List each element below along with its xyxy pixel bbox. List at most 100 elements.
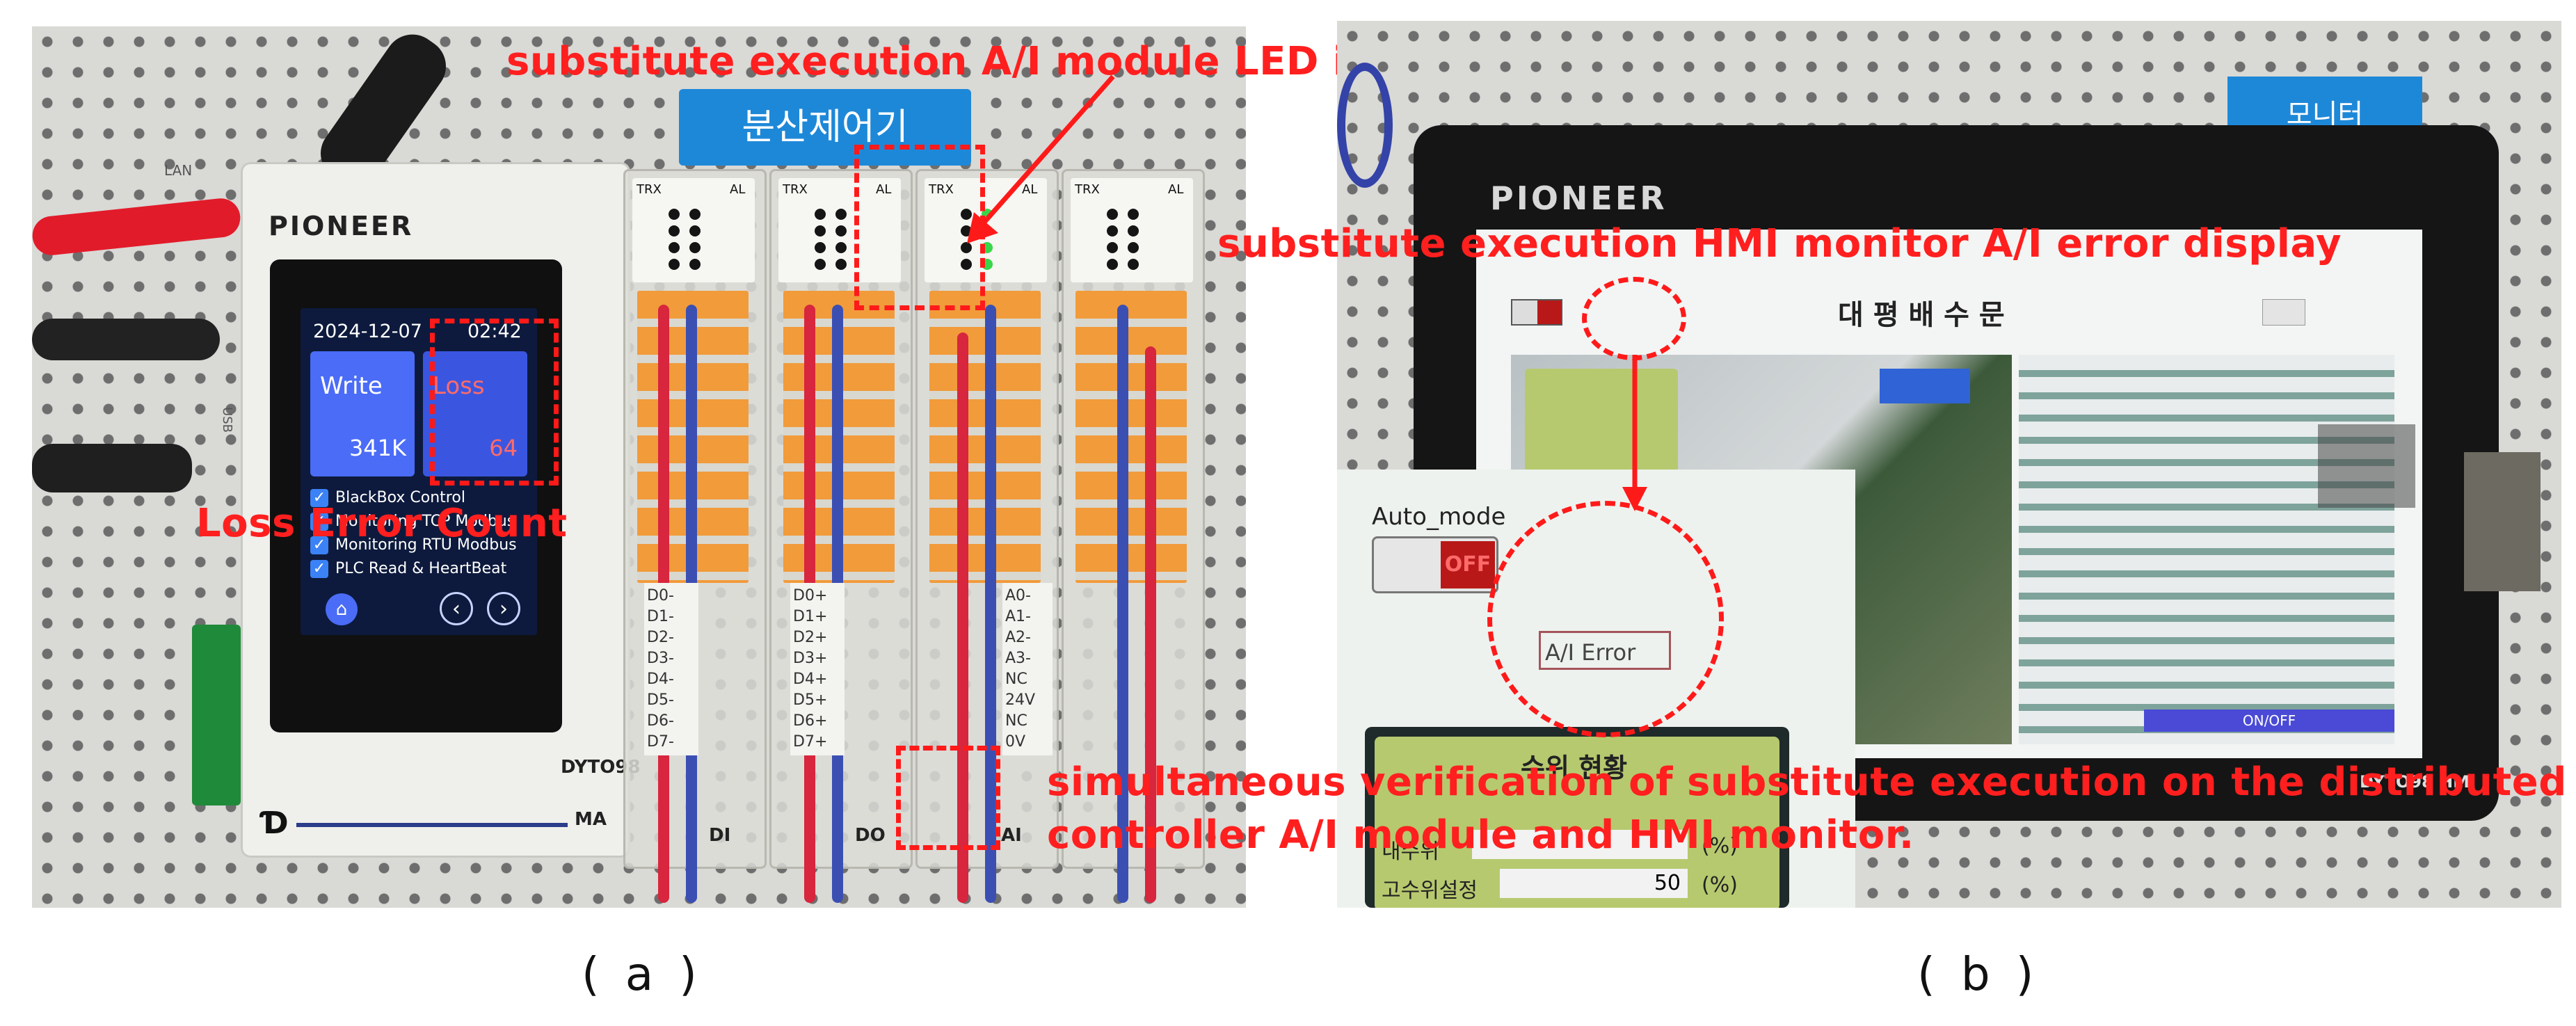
al-label: AL	[1168, 182, 1184, 197]
checkbox-icon[interactable]: ✓	[310, 560, 328, 578]
checkbox-icon[interactable]: ✓	[310, 489, 328, 507]
toggle-off-state: OFF	[1441, 541, 1495, 588]
water-level-panel-small	[1525, 369, 1678, 487]
annotation-verification-line1: simultaneous verification of substitute …	[1047, 760, 2567, 805]
home-icon[interactable]: ⌂	[326, 593, 358, 625]
terminal-label: D0-	[647, 587, 674, 604]
unit-percent: (%)	[1702, 834, 1738, 858]
hmi-date: 2024-12-07	[313, 321, 422, 342]
module-label-di: DI	[709, 825, 731, 846]
terminal-label: 0V	[1005, 733, 1026, 751]
close-button[interactable]	[2262, 299, 2305, 326]
annotation-verification-line2: controller A/I module and HMI monitor.	[1047, 812, 1914, 858]
terminal-label: D1-	[647, 608, 674, 625]
water-level-panel: 수위 현황 내수위 (%) 고수위설정 50 (%)	[1365, 727, 1789, 908]
terminal-label: NC	[1005, 671, 1027, 688]
checkbox-icon[interactable]: ✓	[310, 536, 328, 554]
arrow-right-icon[interactable]: ›	[487, 592, 520, 625]
write-tile: Write 341K	[310, 351, 415, 476]
module-label-do: DO	[855, 825, 886, 846]
screen-title: 대 평 배 수 문	[1838, 299, 2005, 331]
tape-strip	[2464, 452, 2541, 591]
led-matrix	[815, 209, 847, 270]
terminal-labels-di: D0- D1- D2- D3- D4- D5- D6- D7-	[644, 583, 698, 755]
trx-label: TRX	[929, 182, 954, 197]
module-label-ai: AI	[1001, 825, 1022, 846]
caption-b: ( b )	[1917, 947, 2040, 1001]
trx-label: TRX	[637, 182, 662, 197]
checkbox-icon[interactable]: ✓	[310, 513, 328, 531]
blue-wire	[985, 305, 996, 903]
main-unit: PIONEER 2024-12-07 02:42 Write 341K Loss…	[241, 162, 641, 858]
module-header: TRX AL	[778, 178, 901, 282]
status-table	[2019, 355, 2394, 744]
terminal-label: D2+	[793, 629, 828, 646]
setpoint-input[interactable]: 50	[1500, 869, 1688, 898]
zoom-arrow	[1622, 355, 1647, 511]
write-value: 341K	[349, 435, 406, 461]
caption-a: ( a )	[582, 947, 703, 1001]
checklist-item: BlackBox Control	[335, 489, 465, 506]
small-toggle[interactable]	[1511, 299, 1562, 326]
terminal-label: NC	[1005, 712, 1027, 730]
terminal-label: D3-	[647, 650, 674, 667]
monitor-brand: PIONEER	[1490, 179, 1667, 217]
annotation-loss-error-count: Loss Error Count	[196, 501, 568, 546]
terminal-label: A2-	[1005, 629, 1031, 646]
loss-tile: Loss 64	[423, 351, 527, 476]
control-buttons[interactable]	[1880, 369, 1970, 403]
arrow-left-icon[interactable]: ‹	[440, 592, 473, 625]
trx-label: TRX	[783, 182, 808, 197]
red-wire	[1145, 346, 1156, 903]
monitor-footer-model: DYTO98 HMI	[2360, 772, 2476, 792]
bottom-logo-icon: Ɗ	[262, 805, 289, 841]
red-wire	[957, 332, 968, 903]
ai-label-highlight-box	[896, 746, 1000, 850]
led-matrix	[669, 209, 701, 270]
terminal-label: D7-	[647, 733, 674, 751]
terminal-label: D0+	[793, 587, 828, 604]
error-circle-small	[1582, 277, 1686, 360]
controller-sign: 분산제어기	[679, 89, 971, 166]
terminal-labels-do: D0+ D1+ D2+ D3+ D4+ D5+ D6+ D7+	[790, 583, 845, 755]
blue-wire	[1117, 305, 1128, 903]
setpoint-value: 50	[1654, 871, 1681, 895]
blue-cable	[1337, 63, 1393, 188]
hmi-time: 02:42	[467, 321, 522, 342]
panel-label-ma: MA	[575, 809, 607, 830]
inner-level-input[interactable]	[1472, 830, 1688, 859]
brand-logo: PIONEER	[269, 211, 414, 241]
loss-highlight-box	[430, 319, 559, 486]
terminal-labels-ai: A0- A1- A2- A3- NC 24V NC 0V	[1002, 583, 1053, 755]
terminal-label: 24V	[1005, 691, 1036, 709]
terminal-label: A1-	[1005, 608, 1031, 625]
checklist-item: PLC Read & HeartBeat	[335, 560, 507, 577]
terminal-label: D4-	[647, 671, 674, 688]
photo-a: 분산제어기 PIONEER 2024-12-07 02:42 Write 341…	[32, 26, 1246, 908]
water-level-card: 수위 현황 내수위 (%) 고수위설정 50 (%)	[1375, 737, 1779, 908]
led-arrow	[967, 74, 1115, 243]
terminal-label: D6-	[647, 712, 674, 730]
terminal-block	[1075, 291, 1187, 583]
write-label: Write	[320, 372, 383, 400]
hmi-lcd: 2024-12-07 02:42 Write 341K Loss 64 ✓ Bl…	[301, 308, 537, 635]
unit-percent: (%)	[1702, 873, 1738, 897]
row-inner-level: 내수위	[1382, 840, 1439, 864]
terminal-label: A0-	[1005, 587, 1031, 604]
terminal-label: D5-	[647, 691, 674, 709]
panel-stripe	[296, 823, 568, 827]
tape-strip	[2318, 424, 2415, 508]
auto-mode-toggle[interactable]: OFF	[1372, 536, 1498, 593]
module-header: TRX AL	[632, 178, 755, 282]
sign-text: 분산제어기	[742, 106, 909, 148]
hmi-display-bezel: 2024-12-07 02:42 Write 341K Loss 64 ✓ Bl…	[270, 259, 562, 732]
on-off-bar[interactable]: ON/OFF	[2144, 710, 2394, 732]
error-circle-large	[1487, 501, 1724, 737]
al-label: AL	[730, 182, 746, 197]
module-header: TRX AL	[1071, 178, 1193, 282]
loss-label: Loss	[433, 372, 485, 400]
port-label-usb: USB	[219, 407, 234, 433]
al-label: AL	[1022, 182, 1038, 197]
terminal-label: D2-	[647, 629, 674, 646]
checklist-item: Monitoring RTU Modbus	[335, 536, 517, 554]
